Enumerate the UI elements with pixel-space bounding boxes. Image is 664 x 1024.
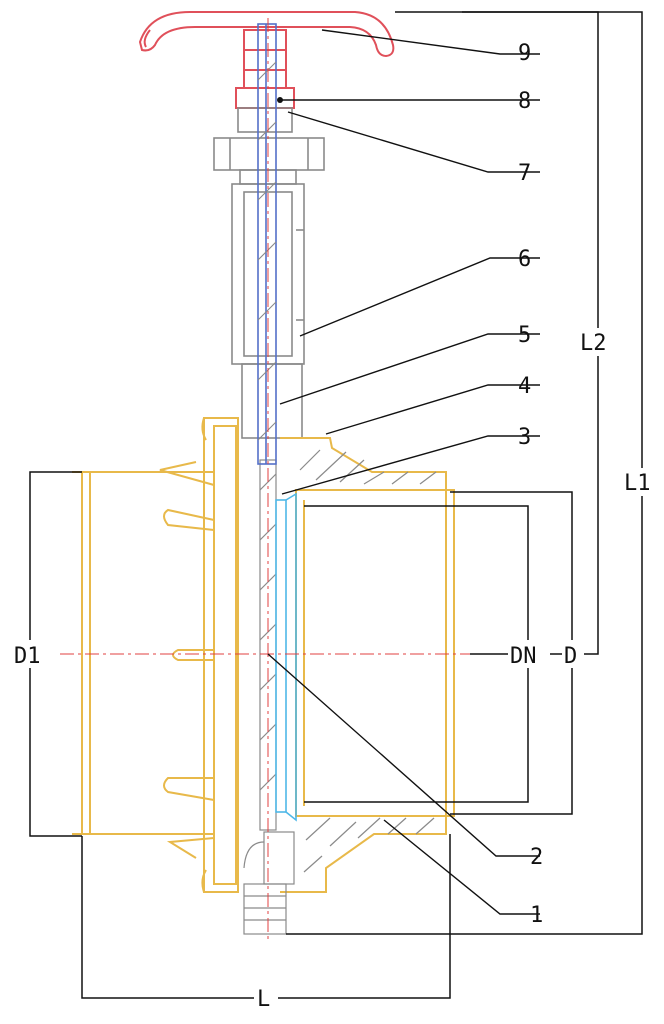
body-hatching: [243, 449, 437, 935]
part-label-8: 8: [518, 89, 531, 114]
bonnet-yoke: [213, 107, 325, 439]
part-label-2: 2: [530, 845, 543, 870]
part-label-6: 6: [518, 247, 531, 272]
dim-label-d1: D1: [14, 644, 41, 669]
center-lines: [60, 18, 470, 940]
dim-label-mask: [10, 640, 50, 668]
dimension-lines: [29, 11, 643, 999]
dim-label-d: D: [564, 644, 577, 669]
dim-label-mask: [622, 468, 662, 496]
dim-label-mask: [578, 328, 618, 356]
dim-label-mask: [508, 640, 550, 668]
valve-stem: [257, 23, 277, 465]
dim-label-l2: L2: [580, 331, 607, 356]
stem-hatching: [257, 61, 277, 441]
leader-dot: [277, 97, 283, 103]
dim-label-l: L: [257, 987, 270, 1012]
leader-lines: [267, 29, 540, 915]
valve-body: [72, 417, 455, 893]
handwheel: [138, 11, 395, 109]
part-label-9: 9: [518, 41, 531, 66]
part-label-4: 4: [518, 374, 531, 399]
dim-label-mask: [562, 640, 584, 668]
dim-label-mask: [254, 986, 278, 1014]
gate-seal: [275, 492, 297, 822]
dim-label-l1: L1: [624, 471, 651, 496]
dim-label-dn: DN: [510, 644, 537, 669]
part-label-5: 5: [518, 323, 531, 348]
part-label-1: 1: [530, 903, 543, 928]
part-label-3: 3: [518, 425, 531, 450]
part-label-7: 7: [518, 161, 531, 186]
